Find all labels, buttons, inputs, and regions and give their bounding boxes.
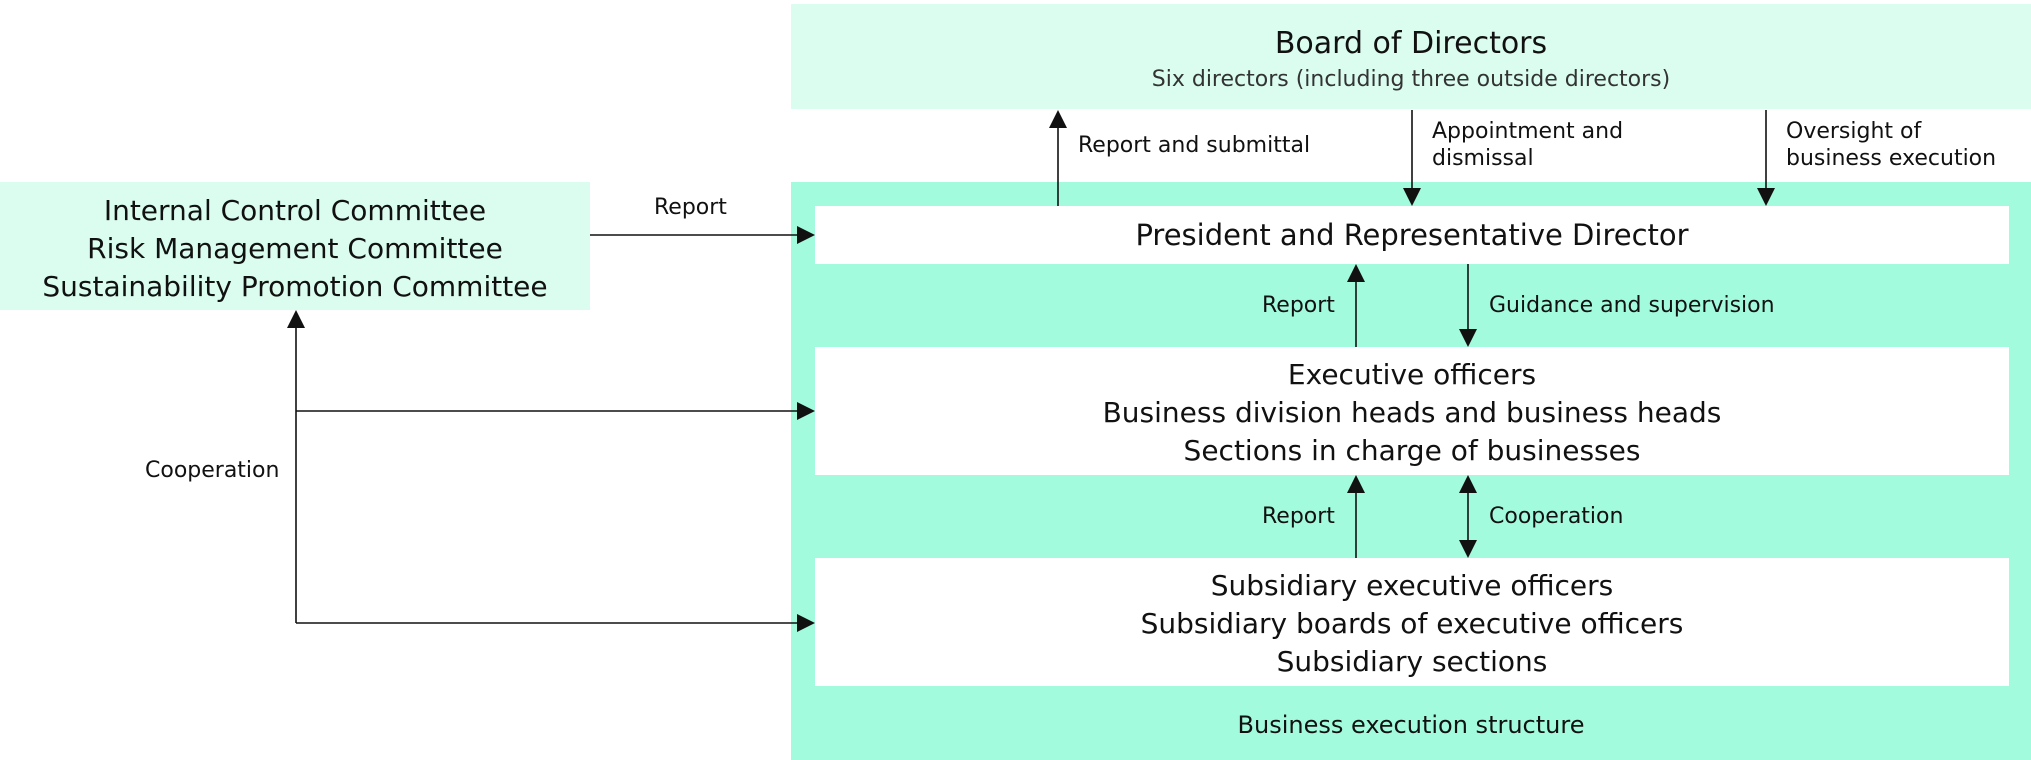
arrowhead-up — [1347, 475, 1365, 493]
committee-line: Risk Management Committee — [87, 232, 503, 265]
structure-label: Business execution structure — [1237, 711, 1585, 739]
oversight-label-line2: business execution — [1786, 146, 1997, 171]
arrowhead-right — [797, 226, 815, 244]
oversight-label-line1: Oversight of — [1786, 119, 1922, 144]
committee-line: Sustainability Promotion Committee — [42, 270, 548, 303]
arrowhead-down — [1459, 540, 1477, 558]
board-of-directors-box: Board of Directors Six directors (includ… — [791, 4, 2031, 109]
president-title: President and Representative Director — [1135, 218, 1689, 252]
executives-line: Business division heads and business hea… — [1102, 396, 1722, 429]
arrowhead-right — [797, 614, 815, 632]
arrowhead-up — [1459, 475, 1477, 493]
board-subtitle: Six directors (including three outside d… — [1151, 67, 1671, 92]
appointment-label-line1: Appointment and — [1432, 119, 1624, 144]
subsidiaries-box: Subsidiary executive officers Subsidiary… — [815, 558, 2009, 686]
board-title: Board of Directors — [1274, 26, 1548, 61]
committee-report-label: Report — [654, 195, 727, 220]
executives-line: Sections in charge of businesses — [1183, 434, 1641, 467]
president-report-label: Report — [1262, 293, 1335, 318]
president-box: President and Representative Director — [815, 206, 2009, 264]
arrowhead-down — [1403, 188, 1421, 206]
arrowhead-down — [1459, 329, 1477, 347]
subsidiaries-line: Subsidiary sections — [1276, 645, 1548, 678]
subsidiaries-line: Subsidiary boards of executive officers — [1140, 607, 1684, 640]
subsidiaries-line: Subsidiary executive officers — [1210, 569, 1614, 602]
executive-officers-box: Executive officers Business division hea… — [815, 347, 2009, 475]
committee-line: Internal Control Committee — [103, 194, 487, 227]
executives-line: Executive officers — [1287, 358, 1537, 391]
arrowhead-up — [1049, 110, 1067, 128]
subsidiary-cooperation-label: Cooperation — [1489, 504, 1624, 529]
arrowhead-right — [797, 402, 815, 420]
committees-box: Internal Control Committee Risk Manageme… — [0, 182, 590, 310]
subsidiary-report-label: Report — [1262, 504, 1335, 529]
report-submittal-label: Report and submittal — [1078, 133, 1311, 158]
arrowhead-up — [1347, 264, 1365, 282]
arrowhead-up — [287, 310, 305, 328]
committee-cooperation-label: Cooperation — [145, 458, 280, 483]
appointment-label-line2: dismissal — [1432, 146, 1534, 171]
arrowhead-down — [1757, 188, 1775, 206]
guidance-label: Guidance and supervision — [1489, 293, 1775, 318]
